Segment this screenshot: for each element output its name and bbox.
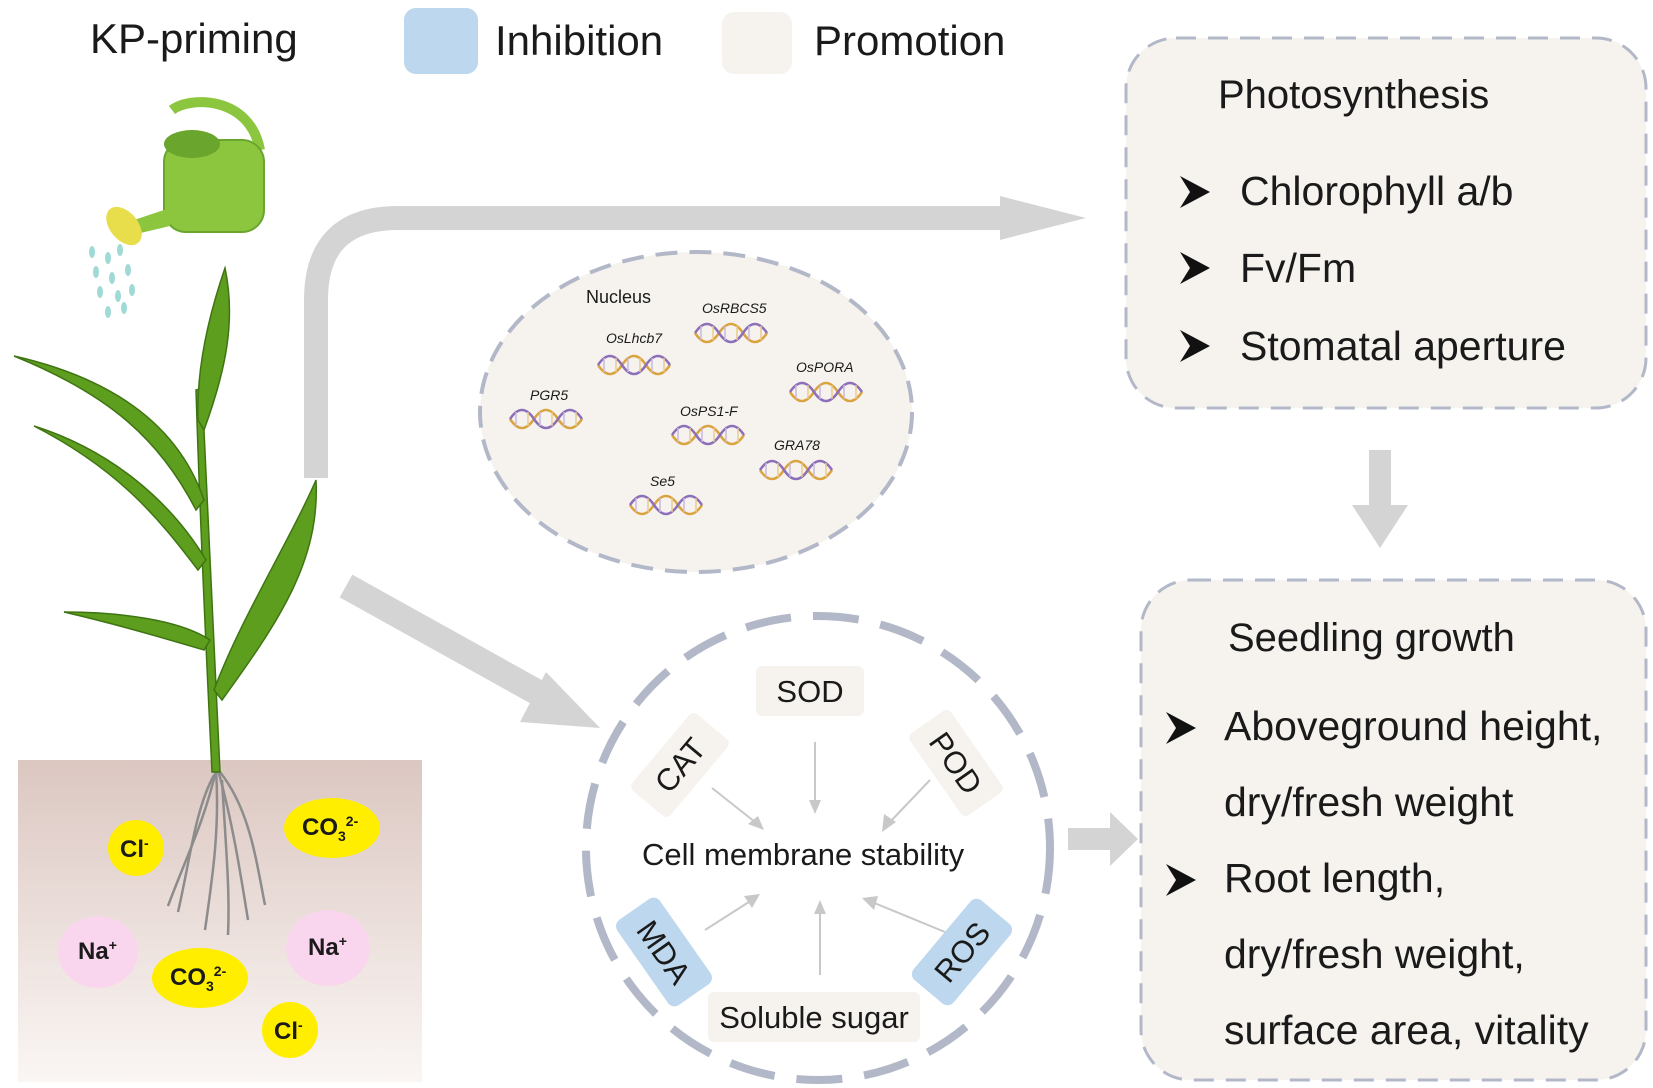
diagram-title: KP-priming <box>90 15 298 62</box>
ion-carbonate <box>152 948 248 1008</box>
legend-inhibition-label: Inhibition <box>495 17 664 64</box>
sod-label: SOD <box>756 666 864 716</box>
legend-promotion-label: Promotion <box>814 17 1006 64</box>
nucleus-label: Nucleus <box>586 287 652 307</box>
ion-label-sodium: Na+ <box>78 937 117 965</box>
soluble-sugar-text: Soluble sugar <box>719 999 909 1035</box>
gene-oslhcb7: OsLhcb7 <box>606 330 663 346</box>
gene-osps1f: OsPS1-F <box>680 403 738 419</box>
ion-label-chloride: Cl- <box>120 835 149 863</box>
legend-promotion-swatch <box>722 12 792 74</box>
ion-label-carbonate: CO32- <box>170 963 227 994</box>
photosynthesis-item-chlorophyll: Chlorophyll a/b <box>1240 168 1514 214</box>
gene-se5: Se5 <box>650 473 675 489</box>
photosynthesis-title: Photosynthesis <box>1218 73 1490 117</box>
seedling-item-root-2: dry/fresh weight, <box>1224 931 1525 977</box>
sod-text: SOD <box>776 673 844 709</box>
ion-label-chloride: Cl- <box>274 1017 303 1045</box>
ion-label-sodium: Na+ <box>308 933 347 961</box>
ion-sodium <box>58 916 138 988</box>
ion-chloride <box>262 1002 318 1058</box>
seedling-growth-box <box>1139 578 1648 1082</box>
cell-membrane-stability-label: Cell membrane stability <box>642 837 965 872</box>
gene-ospora: OsPORA <box>796 359 854 375</box>
seedling-item-root-3: surface area, vitality <box>1224 1007 1589 1053</box>
ion-chloride <box>108 820 164 876</box>
nucleus-ellipse <box>478 250 914 574</box>
seedling-item-aboveground-1: Aboveground height, <box>1224 703 1603 749</box>
arrow-to-membrane <box>339 574 567 717</box>
gene-pgr5: PGR5 <box>530 387 569 403</box>
seedling-item-root-1: Root length, <box>1224 855 1446 901</box>
membrane-ring <box>582 612 1054 1084</box>
legend-inhibition-swatch <box>404 8 478 74</box>
gene-gra78: GRA78 <box>774 437 820 453</box>
seedling-item-aboveground-2: dry/fresh weight <box>1224 779 1514 825</box>
soluble-sugar-label: Soluble sugar <box>708 992 920 1042</box>
ion-carbonate <box>284 798 380 858</box>
ion-sodium <box>286 910 370 986</box>
arrow-to-photosynthesis <box>304 206 1000 478</box>
photosynthesis-item-fvfm: Fv/Fm <box>1240 245 1357 291</box>
photosynthesis-item-stomatal: Stomatal aperture <box>1240 323 1566 369</box>
photosynthesis-box <box>1124 36 1648 410</box>
seedling-title: Seedling growth <box>1228 616 1515 660</box>
watering-can-icon <box>106 97 265 246</box>
ion-label-carbonate: CO32- <box>302 813 359 844</box>
gene-osrbcs5: OsRBCS5 <box>702 300 767 316</box>
